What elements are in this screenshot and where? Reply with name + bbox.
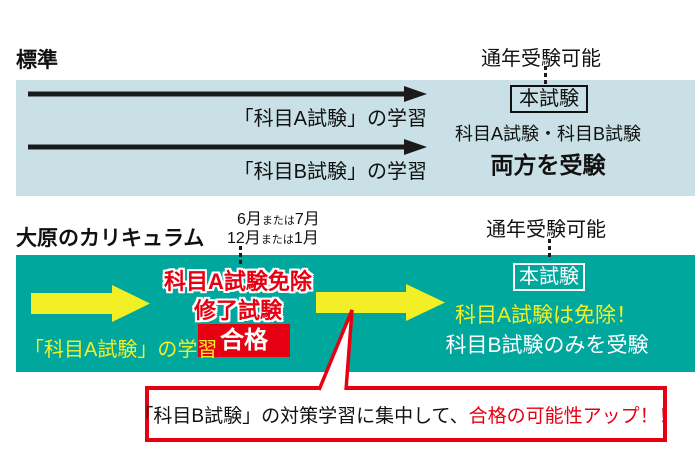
exam-date-line1-month1: 6月 xyxy=(237,211,262,228)
exam-date-line1: 6月または7月 xyxy=(237,205,320,229)
standard-exam-note: 通年受験可能 xyxy=(481,48,601,70)
pass-badge: 合格 xyxy=(198,324,290,357)
exam-date-line1-month2: 7月 xyxy=(294,211,320,228)
exemption-test-line1: 科目A試験免除 xyxy=(164,269,312,294)
standard-exam-detail-line1: 科目A試験・科目B試験 xyxy=(454,124,641,144)
standard-track-b-label: 「科目B試験」の学習 xyxy=(233,161,427,183)
standard-main-exam-box: 本試験 xyxy=(510,85,588,113)
exam-date-line2-month2: 1月 xyxy=(293,230,319,247)
exam-date-line2-month1: 12月 xyxy=(227,230,261,247)
exam-date-line2-or: または xyxy=(260,234,294,246)
callout-text-black: 「科目B試験」の対策学習に集中して、 xyxy=(134,405,469,427)
exam-date-line1-or: または xyxy=(261,215,295,227)
standard-track-panel xyxy=(16,80,695,196)
yellow-arrow-after-pass-icon xyxy=(316,284,445,321)
yellow-arrow-study-icon xyxy=(31,285,150,322)
benefit-callout-box xyxy=(145,386,667,442)
benefit-callout-text: 「科目B試験」の対策学習に集中して、合格の可能性アップ！！ xyxy=(134,386,677,442)
callout-text-red: 合格の可能性アップ！！ xyxy=(468,405,678,427)
ohara-study-label: 「科目A試験」の学習 xyxy=(24,339,218,361)
ohara-exempt-line: 科目A試験は免除！ xyxy=(454,304,637,327)
black-arrow-subject-a-icon xyxy=(28,86,427,102)
exemption-test-line2: 修了試験 xyxy=(193,298,282,323)
ohara-exam-only-line: 科目B試験のみを受験 xyxy=(445,334,649,357)
standard-track-a-label: 「科目A試験」の学習 xyxy=(233,108,427,130)
ohara-heading: 大原のカリキュラム xyxy=(16,227,205,250)
ohara-main-exam-box: 本試験 xyxy=(513,263,585,291)
standard-exam-detail-line2: 両方を受験 xyxy=(490,152,606,178)
black-arrow-subject-b-icon xyxy=(28,139,427,155)
ohara-exam-note: 通年受験可能 xyxy=(486,219,606,241)
exam-date-line2: 12月または1月 xyxy=(227,224,319,248)
standard-heading: 標準 xyxy=(16,49,58,72)
callout-tail-icon xyxy=(317,309,354,391)
